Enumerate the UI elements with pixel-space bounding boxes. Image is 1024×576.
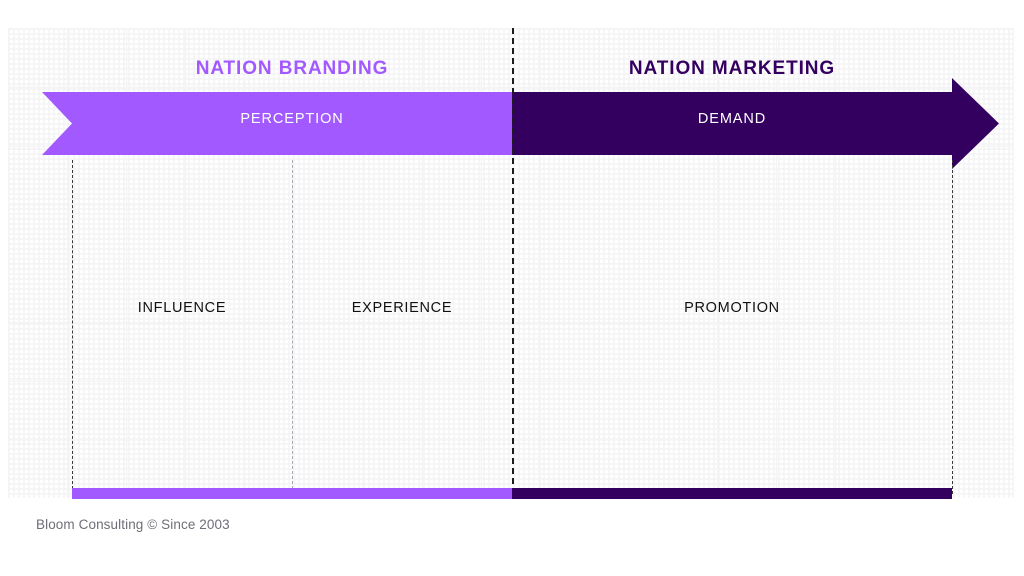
zone-label-experience: EXPERIENCE xyxy=(351,300,453,316)
arrow-label-perception: PERCEPTION xyxy=(240,111,344,127)
divider-dashed-left xyxy=(72,160,73,494)
section-title-nation-branding: NATION BRANDING xyxy=(195,58,389,79)
divider-dashed-middle xyxy=(292,160,293,494)
process-arrow-svg xyxy=(42,78,999,169)
arrow-label-demand: DEMAND xyxy=(697,111,767,127)
zone-label-influence: INFLUENCE xyxy=(137,300,227,316)
arrow-segment-perception xyxy=(42,92,512,155)
bottom-bar-branding-segment xyxy=(72,488,512,499)
bottom-summary-bar xyxy=(72,488,952,499)
bottom-bar-marketing-segment xyxy=(512,488,952,499)
footer-credit: Bloom Consulting © Since 2003 xyxy=(36,517,230,532)
process-arrow xyxy=(0,70,1024,170)
arrow-segment-demand xyxy=(512,78,999,169)
section-title-nation-marketing: NATION MARKETING xyxy=(628,58,836,79)
divider-dashed-right xyxy=(952,160,953,494)
zone-label-promotion: PROMOTION xyxy=(684,300,780,316)
divider-dashed-center xyxy=(512,28,514,494)
